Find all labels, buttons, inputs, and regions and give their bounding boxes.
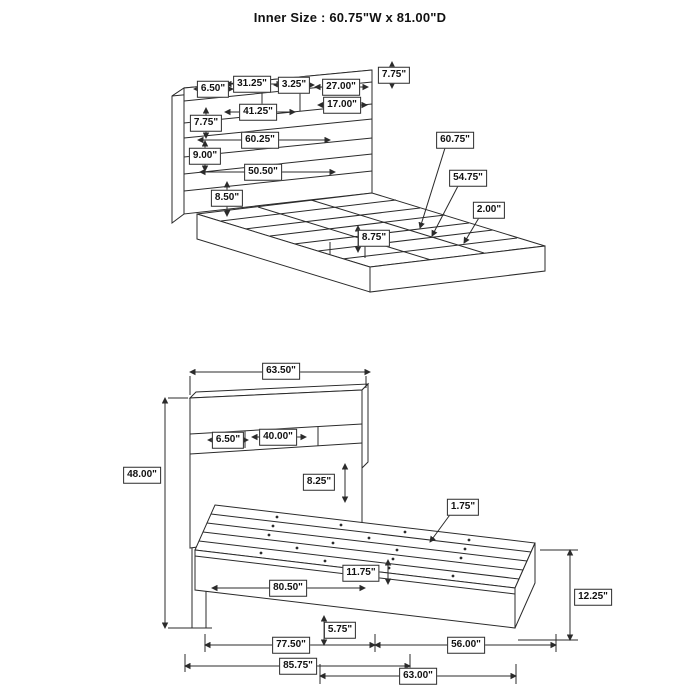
dim-platform-span: 63.00" — [399, 667, 437, 685]
dim-headboard-to-deck: 8.25" — [302, 473, 336, 491]
dim-shelf-left-width: 6.50" — [196, 80, 230, 98]
dim-platform-length: 80.50" — [269, 579, 307, 597]
dim-slat-length: 54.75" — [449, 169, 487, 187]
platform-perspective — [196, 192, 546, 293]
dim-headboard-width: 63.50" — [262, 362, 300, 380]
dim-bottom-shelf-center-width: 40.00" — [259, 428, 297, 446]
dim-base-height: 5.75" — [323, 621, 357, 639]
dim-middle-shelf-right-width: 17.00" — [323, 96, 361, 114]
dim-shelf-center-width: 31.25" — [233, 75, 271, 93]
dim-headboard-height: 48.00" — [123, 466, 161, 484]
dim-inner-length: 77.50" — [272, 636, 310, 654]
dim-platform-outer-length: 56.00" — [447, 636, 485, 654]
dim-rail-lip-height: 1.75" — [446, 498, 480, 516]
dim-slat-spacing: 11.75" — [342, 564, 380, 582]
dim-shelf-right-width: 27.00" — [322, 78, 360, 96]
dim-inner-width: 60.75" — [436, 131, 474, 149]
dim-footboard-inner-width: 50.50" — [244, 163, 282, 181]
dim-overall-depth: 85.75" — [279, 657, 317, 675]
dim-bottom-shelf-left-width: 6.50" — [211, 431, 245, 449]
dim-headboard-inner-width: 60.25" — [241, 131, 279, 149]
bottom-view-drawing — [161, 368, 578, 684]
dim-side-rail-height: 8.50" — [210, 189, 244, 207]
dim-rail-lip-width: 2.00" — [472, 201, 506, 219]
page-title: Inner Size : 60.75"W x 81.00"D — [253, 10, 447, 25]
dim-shelf-divider-width: 3.25" — [277, 76, 311, 94]
dim-panel-height: 7.75" — [189, 114, 223, 132]
dim-lower-panel-height: 9.00" — [188, 147, 222, 165]
dim-headboard-top-height: 7.75" — [377, 66, 411, 84]
dim-center-support-height: 8.75" — [357, 229, 391, 247]
dim-middle-shelf-width: 41.25" — [239, 103, 277, 121]
dim-platform-height: 12.25" — [574, 588, 612, 606]
